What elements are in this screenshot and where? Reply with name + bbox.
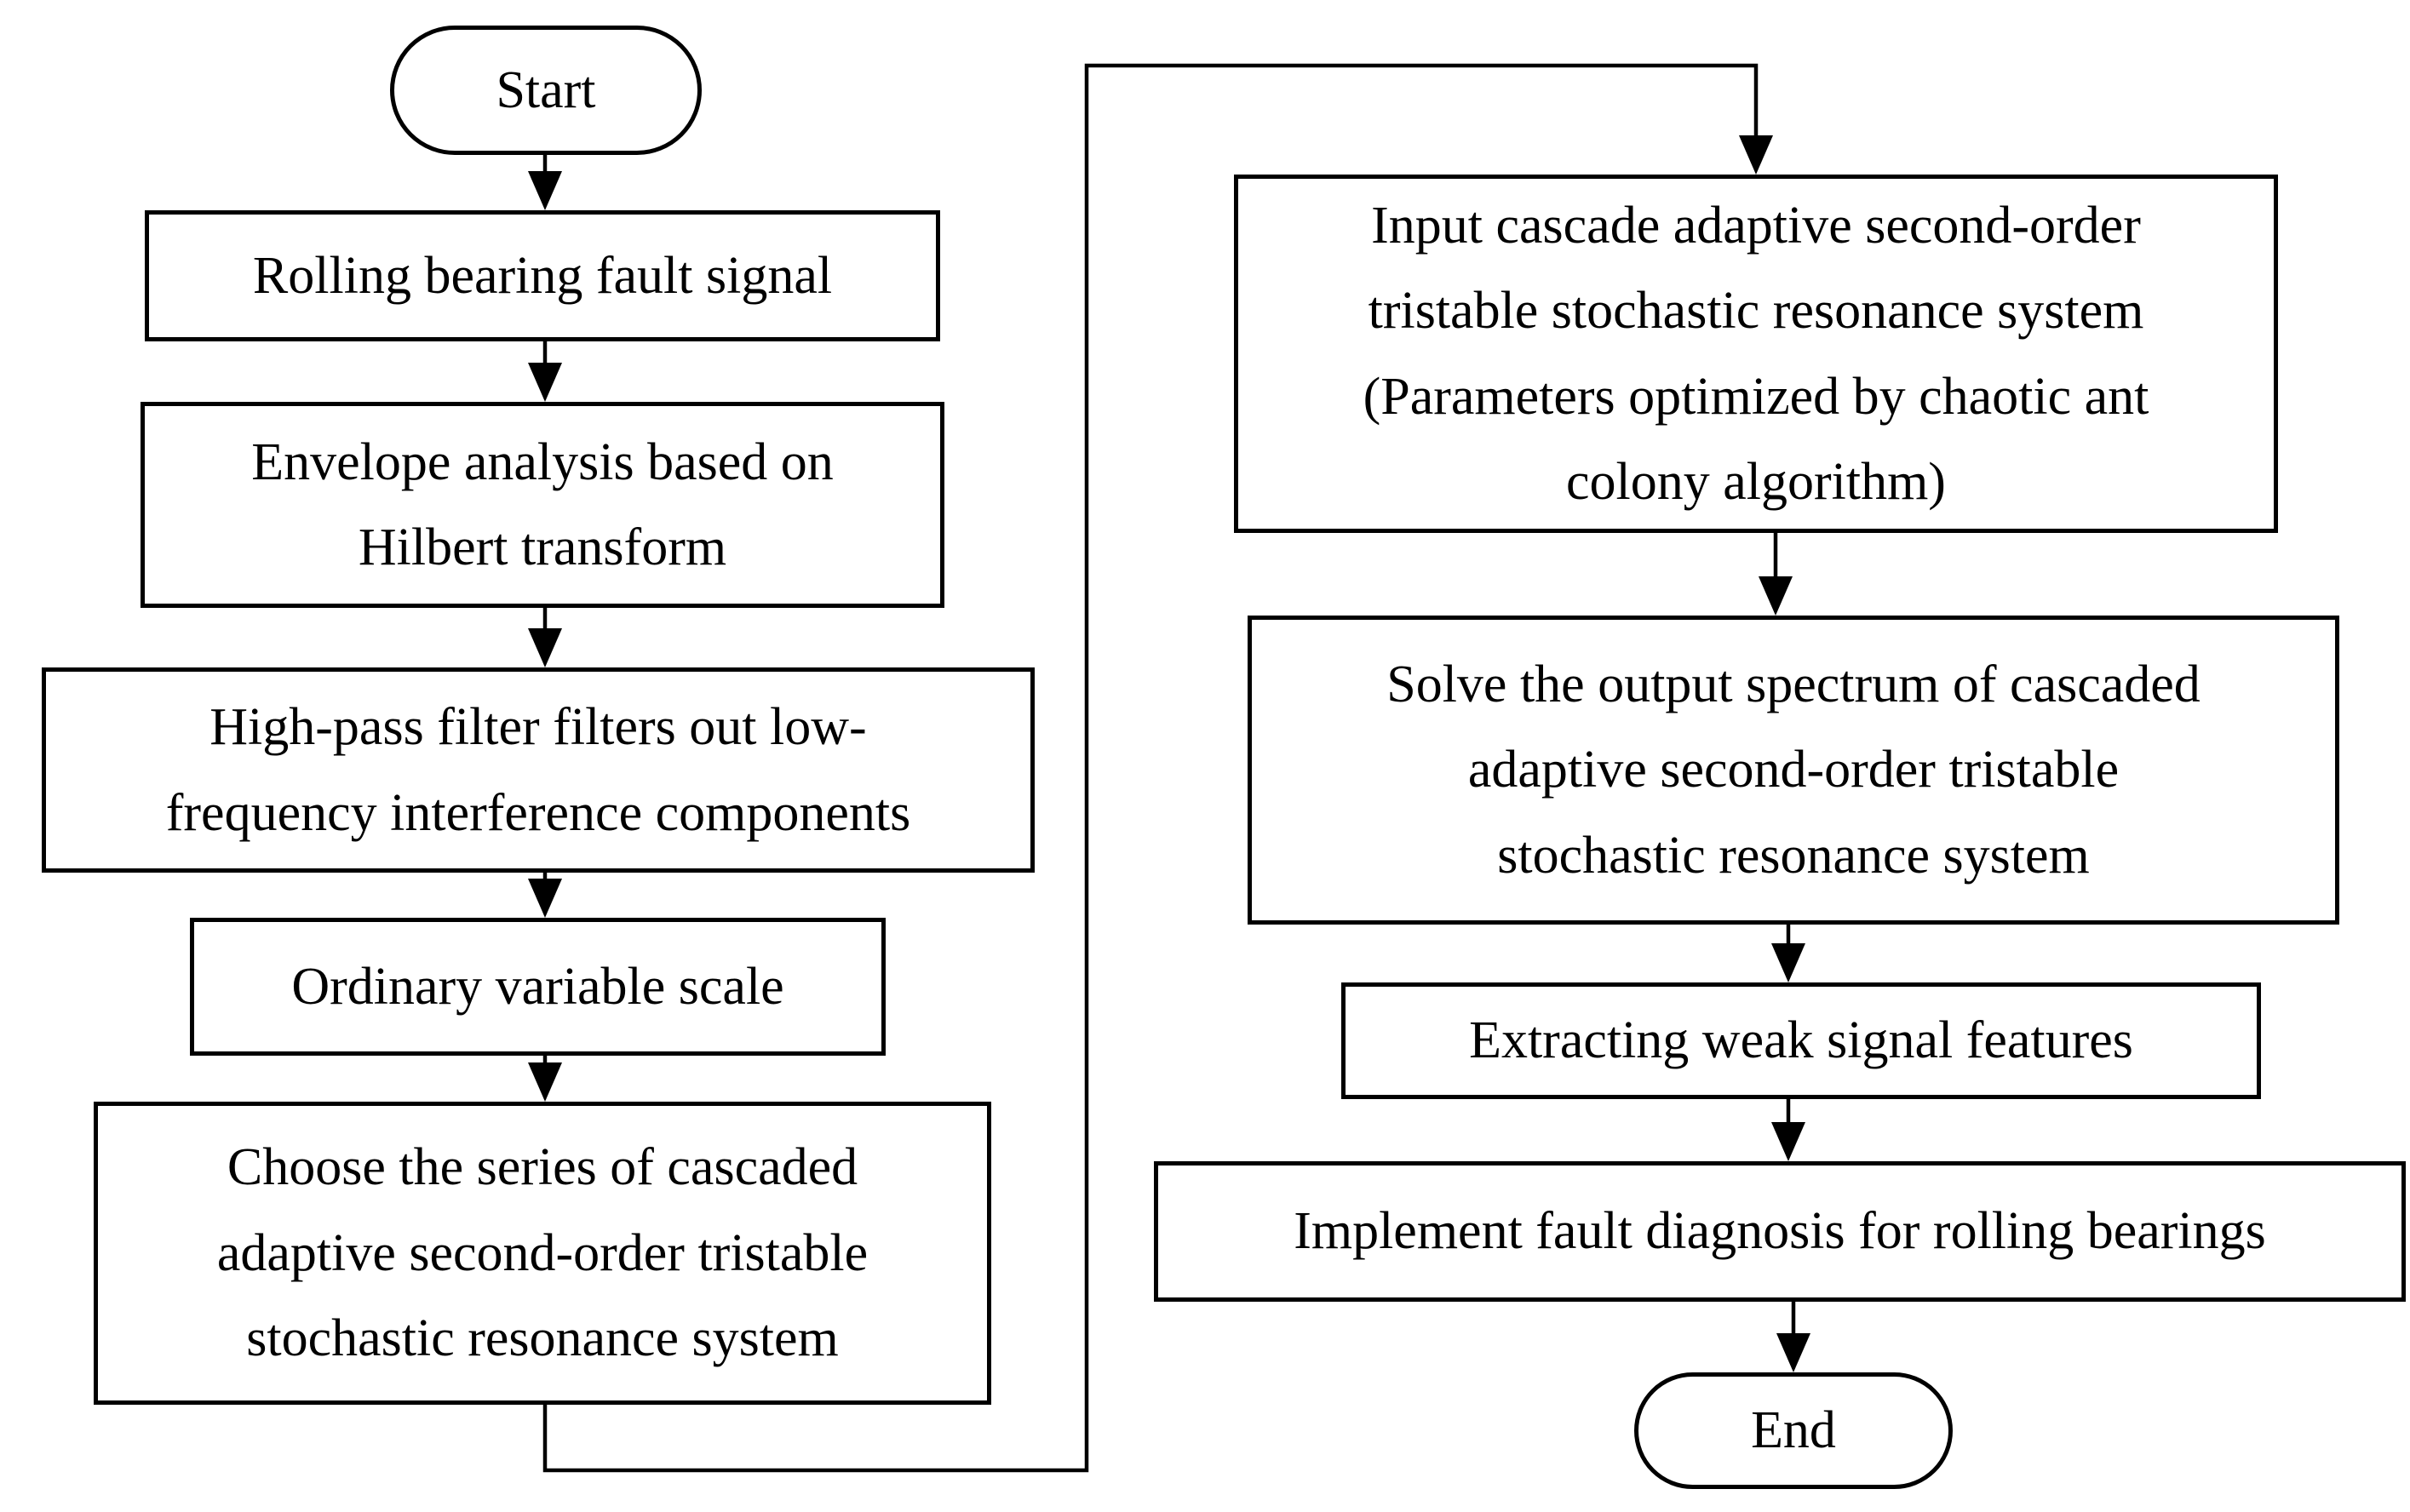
node-input-label: Input cascade adaptive second-order tris…: [1363, 196, 2149, 511]
node-ordinary-variable-scale: Ordinary variable scale: [190, 918, 886, 1056]
edge-start-to-rolling-arrow: [528, 155, 562, 210]
node-extract-weak-signal-features: Extracting weak signal features: [1341, 982, 2261, 1099]
node-end-label: End: [1751, 1401, 1836, 1460]
edge-solve-to-extract-arrow: [1771, 925, 1805, 982]
edge-extract-to-implement-arrow: [1771, 1099, 1805, 1161]
node-highpass-filter: High-pass filter filters out low- freque…: [42, 667, 1035, 873]
node-ordinary-label: Ordinary variable scale: [291, 957, 784, 1016]
node-choose-label: Choose the series of cascaded adaptive s…: [216, 1138, 869, 1368]
node-choose-series: Choose the series of cascaded adaptive s…: [94, 1102, 991, 1405]
node-solve-label: Solve the output spectrum of cascaded ad…: [1386, 655, 2201, 885]
node-input-cascade-system: Input cascade adaptive second-order tris…: [1234, 175, 2278, 533]
edge-choose-to-input-connector-arrow: [542, 63, 1773, 1473]
edge-ordinary-to-choose-arrow: [528, 1056, 562, 1102]
edge-input-to-solve-arrow: [1759, 533, 1793, 616]
edge-implement-to-end-arrow: [1776, 1302, 1810, 1372]
node-rolling-bearing-fault-signal: Rolling bearing fault signal: [145, 210, 940, 341]
node-rolling-label: Rolling bearing fault signal: [252, 246, 833, 305]
node-extract-label: Extracting weak signal features: [1469, 1011, 2133, 1070]
node-highpass-label: High-pass filter filters out low- freque…: [165, 698, 911, 842]
node-solve-output-spectrum: Solve the output spectrum of cascaded ad…: [1248, 616, 2339, 925]
node-end: End: [1634, 1372, 1953, 1489]
edge-highpass-to-ordinary-arrow: [528, 873, 562, 918]
node-implement-fault-diagnosis: Implement fault diagnosis for rolling be…: [1154, 1161, 2406, 1302]
node-implement-label: Implement fault diagnosis for rolling be…: [1294, 1202, 2266, 1261]
node-envelope-label: Envelope analysis based on Hilbert trans…: [251, 432, 834, 576]
node-start: Start: [390, 26, 702, 155]
node-start-label: Start: [496, 60, 596, 119]
node-envelope-analysis: Envelope analysis based on Hilbert trans…: [141, 402, 944, 608]
edge-envelope-to-highpass-arrow: [528, 608, 562, 667]
edge-rolling-to-envelope-arrow: [528, 341, 562, 402]
